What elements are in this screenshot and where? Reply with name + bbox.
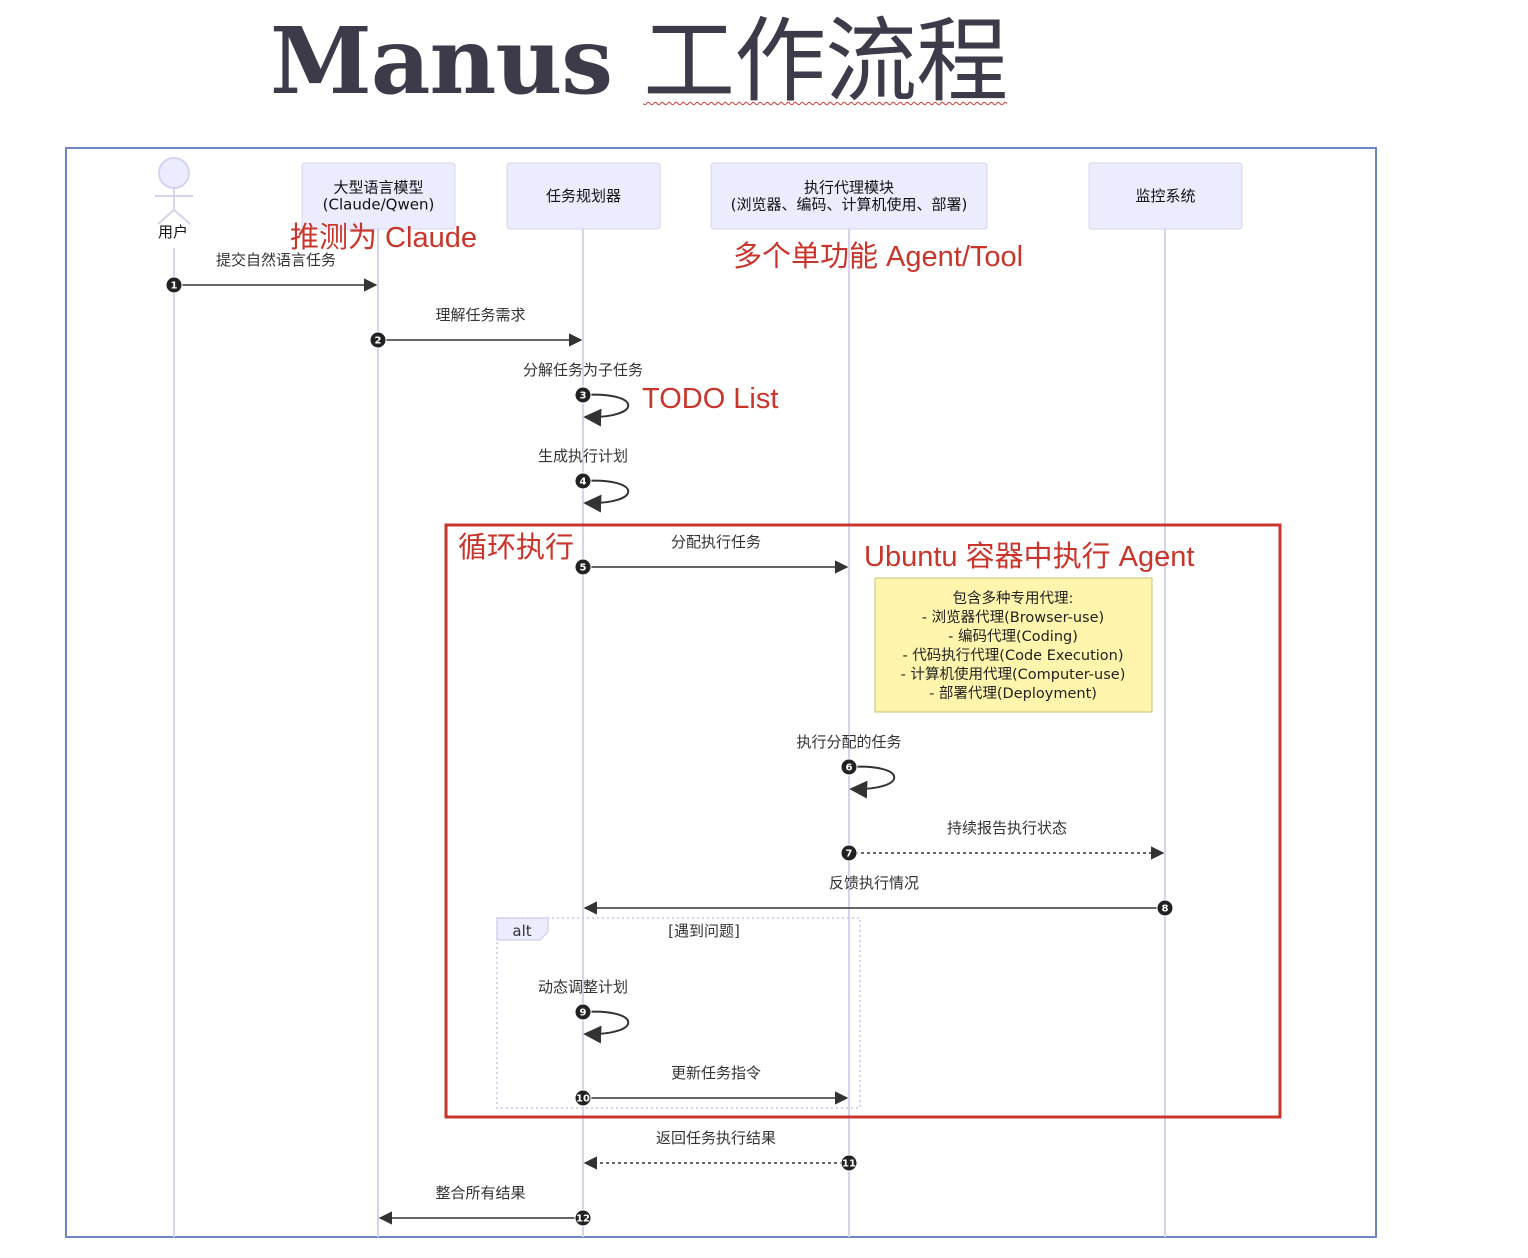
note-box — [874, 577, 1153, 713]
participant-llm: 大型语言模型(Claude/Qwen) — [301, 162, 456, 230]
message-label: 更新任务指令 — [671, 1064, 761, 1082]
note-line: - 计算机使用代理(Computer-use) — [901, 666, 1126, 683]
participant-box — [1088, 162, 1243, 230]
alt-keyword: alt — [512, 922, 531, 940]
participant-label: 任务规划器 — [546, 187, 621, 205]
message-label: 生成执行计划 — [538, 447, 628, 465]
participant-user: 用户 — [155, 157, 193, 241]
participant-label: 用户 — [158, 223, 188, 241]
participant-box — [301, 162, 456, 230]
sequence-number-badge — [574, 1209, 592, 1227]
participant-box — [506, 162, 661, 230]
message-label: 持续报告执行状态 — [947, 819, 1067, 837]
agents-note: 包含多种专用代理: - 浏览器代理(Browser-use) - 编码代理(Codi… — [874, 577, 1153, 713]
message-12: 整合所有结果 12 — [378, 1184, 592, 1227]
loop-box — [444, 523, 1282, 1119]
sequence-number: 2 — [375, 336, 382, 347]
message-7: 持续报告执行状态 7 — [840, 819, 1165, 862]
page-title: Manus 工作流程 — [270, 6, 1008, 117]
message-label: 反馈执行情况 — [829, 874, 919, 892]
sequence-number-badge — [165, 276, 183, 294]
sequence-number: 8 — [1162, 904, 1169, 915]
sequence-number: 5 — [580, 563, 587, 574]
sequence-number-badge — [369, 331, 387, 349]
message-3: 分解任务为子任务 3 — [523, 361, 643, 427]
self-loop-arrow — [582, 393, 630, 427]
message-11: 返回任务执行结果 11 — [583, 1129, 858, 1172]
message-label: 理解任务需求 — [435, 306, 525, 324]
title-latin: Manus — [270, 7, 613, 115]
participant-monitor: 监控系统 — [1088, 162, 1243, 230]
message-2: 理解任务需求 2 — [369, 306, 583, 349]
note-line: - 编码代理(Coding) — [948, 628, 1078, 645]
message-1: 提交自然语言任务 1 — [165, 251, 378, 294]
sequence-number: 9 — [580, 1008, 587, 1019]
self-loop-arrow — [848, 765, 896, 799]
annotation-todo: TODO List — [642, 383, 778, 415]
message-label: 动态调整计划 — [538, 978, 628, 996]
note-line: - 代码执行代理(Code Execution) — [902, 647, 1123, 664]
participant-label: 执行代理模块 — [804, 179, 894, 197]
sequence-number-badge — [574, 1089, 592, 1107]
annotation-ubuntu: Ubuntu 容器中执行 Agent — [864, 540, 1194, 573]
message-10: 更新任务指令 10 — [574, 1064, 849, 1107]
message-label: 执行分配的任务 — [796, 733, 901, 751]
message-5: 分配执行任务 5 — [574, 533, 849, 576]
sequence-number: 11 — [842, 1159, 856, 1170]
sequence-number-badge — [574, 472, 592, 490]
message-9: 动态调整计划 9 — [538, 978, 630, 1044]
sequence-number: 12 — [576, 1214, 590, 1225]
alt-label-box — [496, 917, 549, 941]
participant-box — [710, 162, 988, 230]
message-8: 反馈执行情况 8 — [583, 874, 1174, 917]
sequence-number-badge — [840, 844, 858, 862]
participant-label: 大型语言模型 — [333, 179, 423, 197]
sequence-number: 7 — [846, 849, 853, 860]
sequence-number: 3 — [580, 391, 587, 402]
message-label: 整合所有结果 — [435, 1184, 525, 1202]
sequence-number: 1 — [171, 281, 178, 292]
self-loop-arrow — [582, 1010, 630, 1044]
message-label: 返回任务执行结果 — [656, 1129, 776, 1147]
message-label: 提交自然语言任务 — [216, 251, 336, 269]
sequence-number-badge — [840, 758, 858, 776]
sequence-number: 4 — [580, 477, 587, 488]
annotation-loop: 循环执行 — [458, 531, 574, 564]
alt-block: alt [遇到问题] — [496, 917, 861, 1109]
participant-label: 监控系统 — [1135, 187, 1195, 205]
alt-condition: [遇到问题] — [668, 922, 740, 940]
sequence-number: 6 — [846, 763, 853, 774]
sequence-number-badge — [574, 1003, 592, 1021]
message-label: 分配执行任务 — [671, 533, 761, 551]
participant-executor: 执行代理模块(浏览器、编码、计算机使用、部署) — [710, 162, 988, 230]
note-line: - 部署代理(Deployment) — [929, 685, 1097, 702]
diagram-frame — [65, 147, 1377, 1238]
note-line: - 浏览器代理(Browser-use) — [922, 609, 1104, 626]
annotation-llm-guess: 推测为 Claude — [290, 221, 477, 254]
title-chinese: 工作流程 — [643, 8, 1008, 115]
message-label: 分解任务为子任务 — [523, 361, 643, 379]
self-loop-arrow — [582, 479, 630, 513]
participant-label: (Claude/Qwen) — [323, 196, 435, 214]
sequence-number: 10 — [576, 1094, 590, 1105]
participant-planner: 任务规划器 — [506, 162, 661, 230]
message-6: 执行分配的任务 6 — [796, 733, 902, 799]
sequence-number-badge — [1156, 899, 1174, 917]
sequence-number-badge — [840, 1154, 858, 1172]
sequence-number-badge — [574, 558, 592, 576]
alt-frame — [496, 917, 861, 1109]
message-4: 生成执行计划 4 — [538, 447, 630, 513]
annotation-executor-desc: 多个单功能 Agent/Tool — [733, 240, 1023, 273]
participant-label: (浏览器、编码、计算机使用、部署) — [731, 196, 968, 214]
note-line: 包含多种专用代理: — [953, 590, 1074, 607]
sequence-number-badge — [574, 386, 592, 404]
actor-icon — [155, 157, 193, 225]
